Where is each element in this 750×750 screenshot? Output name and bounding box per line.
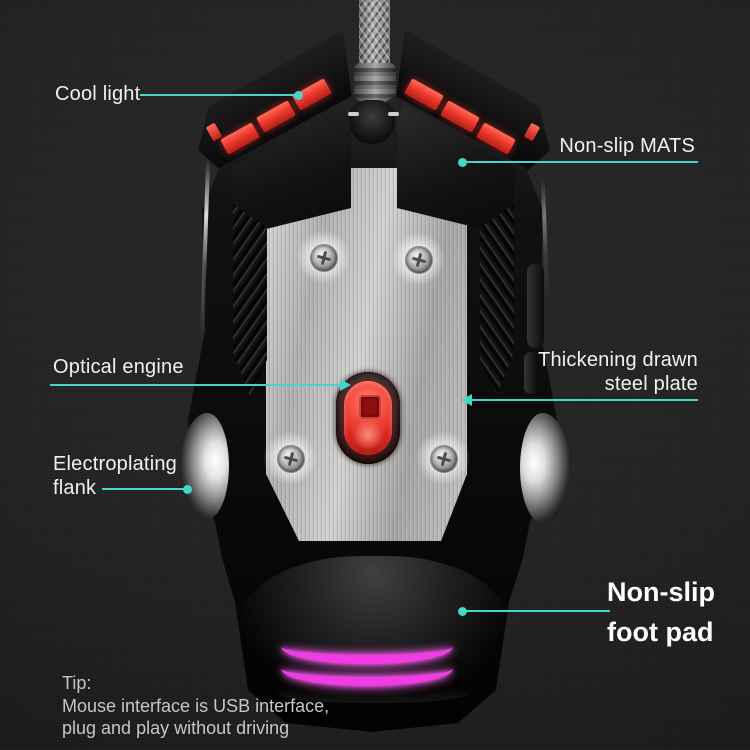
callout-label-steel-plate-line1: Thickening drawn [538,349,698,371]
tip-line-1: Mouse interface is USB interface, [62,695,330,716]
screw-head [277,445,305,473]
carbon-texture-strip-right [480,204,514,396]
screw [390,231,446,287]
callout-line-steel-plate [471,399,698,401]
optical-sensor-lens [359,395,381,419]
callout-label-electroplating-line2: flank [53,477,97,499]
callout-line-optical-engine [50,384,341,386]
callout-label-optical-engine: Optical engine [53,356,184,378]
callout-line-electroplating-flank [102,488,188,490]
callout-line-cool-light [140,94,299,96]
carbon-texture-strip-left [233,204,267,396]
screw [262,430,318,486]
side-bump-right [527,264,544,348]
callout-arrow-optical-engine [340,379,351,391]
tip-text: Tip: Mouse interface is USB interface, p… [62,672,329,740]
usb-braided-cable [359,0,390,70]
tip-line-2: plug and play without driving [62,718,290,738]
callout-arrow-steel-plate [461,394,472,406]
callout-label-foot-pad-line1: Non-slip [607,577,715,607]
bottom-groove [278,683,468,703]
screw-head [430,445,458,473]
electroplating-flank-right [520,413,570,523]
optical-sensor-led [344,381,392,455]
callout-label-electroplating-line1: Electroplating [53,453,177,475]
top-highlight-dash [388,112,399,116]
callout-label-cool-light: Cool light [55,83,141,105]
electroplating-flank-left [181,413,229,519]
callout-label-steel-plate: Thickening drawn steel plate [450,348,698,396]
side-bump-right-small [524,352,538,394]
top-highlight-dash [348,112,359,116]
screw [295,229,351,285]
callout-label-foot-pad: Non-slip foot pad [607,572,715,652]
screw-head [310,244,338,272]
callout-dot-cool-light [294,91,303,100]
callout-label-non-slip-mats: Non-slip MATS [559,135,695,157]
screw [415,430,471,486]
pink-glow-stripe [281,651,453,686]
callout-dot-electroplating-flank [183,485,192,494]
optical-sensor-glow [351,421,385,449]
callout-label-electroplating-flank: Electroplating flank [53,452,177,500]
screw-head [405,246,433,274]
callout-dot-non-slip-mats [458,158,467,167]
callout-label-steel-plate-line2: steel plate [604,373,698,395]
tip-heading: Tip: [62,673,92,693]
callout-line-foot-pad [462,610,610,612]
callout-line-non-slip-mats [463,161,698,163]
cable-entry-bump [349,100,395,144]
callout-label-foot-pad-line2: foot pad [607,617,714,647]
